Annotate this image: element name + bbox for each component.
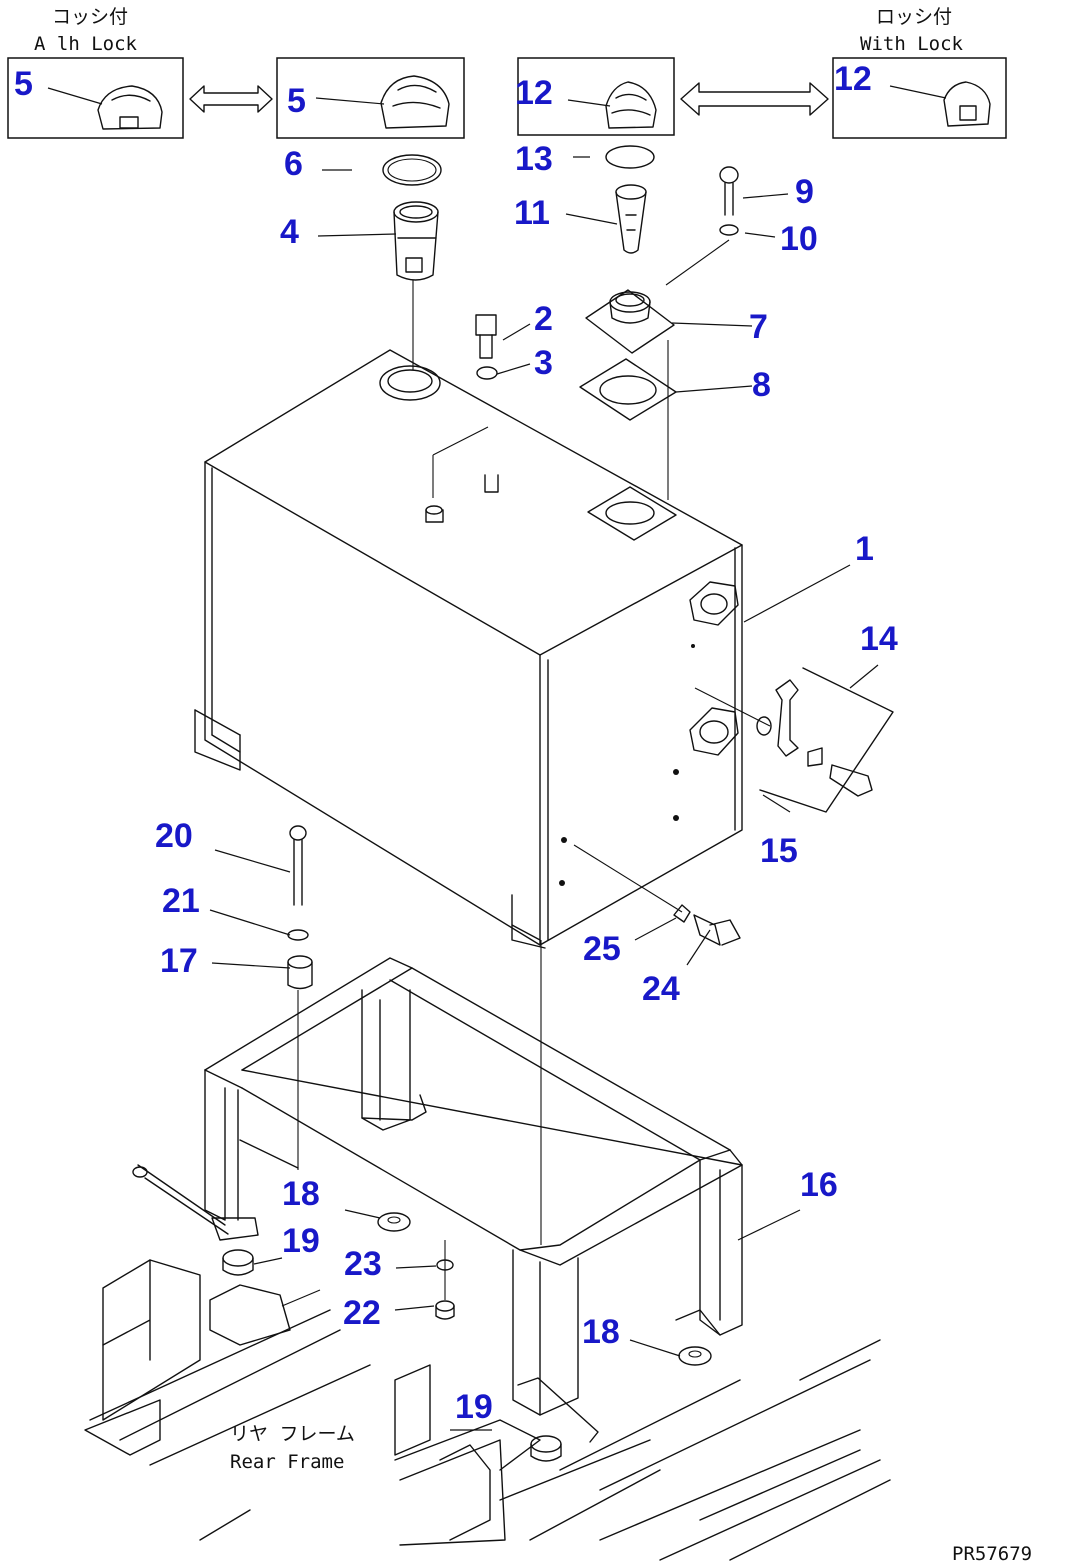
cap-box-no-lock-1 [7,57,184,139]
part-rubber-19a [222,1249,254,1276]
callout-10: 10 [780,220,818,258]
caption-no-lock-jp: コッシ付 [52,6,128,28]
callout-23: 23 [344,1245,382,1283]
part-washer-18b [678,1346,712,1366]
cap-box-with-lock-2 [832,57,1007,139]
callout-1: 1 [855,530,874,568]
drawing-code: PR57679 [952,1543,1032,1565]
callout-6: 6 [284,145,303,183]
leader-lines [47,85,947,1431]
caption-rear-frame-jp: リヤ フレーム [230,1423,355,1445]
callout-24: 24 [642,970,680,1008]
callout-8: 8 [752,366,771,404]
cap-icon-5a [97,85,163,130]
callout-25: 25 [583,930,621,968]
callout-19: 19 [282,1222,320,1260]
callout-13: 13 [515,140,553,178]
callout-20: 20 [155,817,193,855]
callout-18: 18 [282,1175,320,1213]
part-bracket-14 [756,667,894,813]
part-washer-3 [476,366,498,380]
callout-12: 12 [515,74,553,112]
callout-5: 5 [287,82,306,120]
part-washer-10 [719,224,739,236]
callout-3: 3 [534,344,553,382]
part-bolt-9 [719,166,739,216]
callout-12: 12 [834,60,872,98]
part-gasket-8 [579,358,677,421]
part-bolt-20 [289,825,307,906]
callout-15: 15 [760,832,798,870]
tank-stand-16 [132,957,743,1443]
cap-icon-12b [943,81,991,127]
callout-16: 16 [800,1166,838,1204]
hydraulic-tank-1 [194,349,743,949]
part-washer-21 [287,929,309,941]
part-washer-18a [377,1212,411,1232]
rear-frame [84,1259,891,1561]
callout-19: 19 [455,1388,493,1426]
callout-4: 4 [280,213,299,251]
caption-with-lock-jp: ロッシ付 [876,6,952,28]
cap-icon-5b [380,75,450,129]
callout-7: 7 [749,308,768,346]
callout-17: 17 [160,942,198,980]
callout-9: 9 [795,173,814,211]
part-plate-25 [673,904,691,923]
part-sleeve-17 [287,955,313,990]
callout-14: 14 [860,620,898,658]
cap-icon-12a [605,81,657,129]
cap-box-no-lock-2 [276,57,465,139]
part-nut-22 [435,1300,455,1320]
callout-11: 11 [514,194,550,232]
part-cover-7 [585,289,675,354]
caption-rear-frame-en: Rear Frame [230,1451,344,1473]
double-arrow-right [680,82,829,116]
caption-with-lock-en: With Lock [860,33,964,55]
callout-21: 21 [162,882,200,920]
callout-22: 22 [343,1294,381,1332]
part-o-ring-6 [382,154,442,186]
part-rubber-19b [530,1435,562,1462]
cap-box-with-lock-1 [517,57,675,136]
part-o-ring-13 [605,145,655,169]
part-bolt-24 [693,914,741,946]
part-strainer-11 [615,184,647,254]
callout-18: 18 [582,1313,620,1351]
caption-no-lock-en: A lh Lock [34,33,138,55]
callout-5: 5 [14,65,33,103]
callout-2: 2 [534,300,553,338]
double-arrow-left [189,85,273,113]
part-bolt-2 [475,314,497,359]
part-filler-neck-4 [393,201,439,281]
